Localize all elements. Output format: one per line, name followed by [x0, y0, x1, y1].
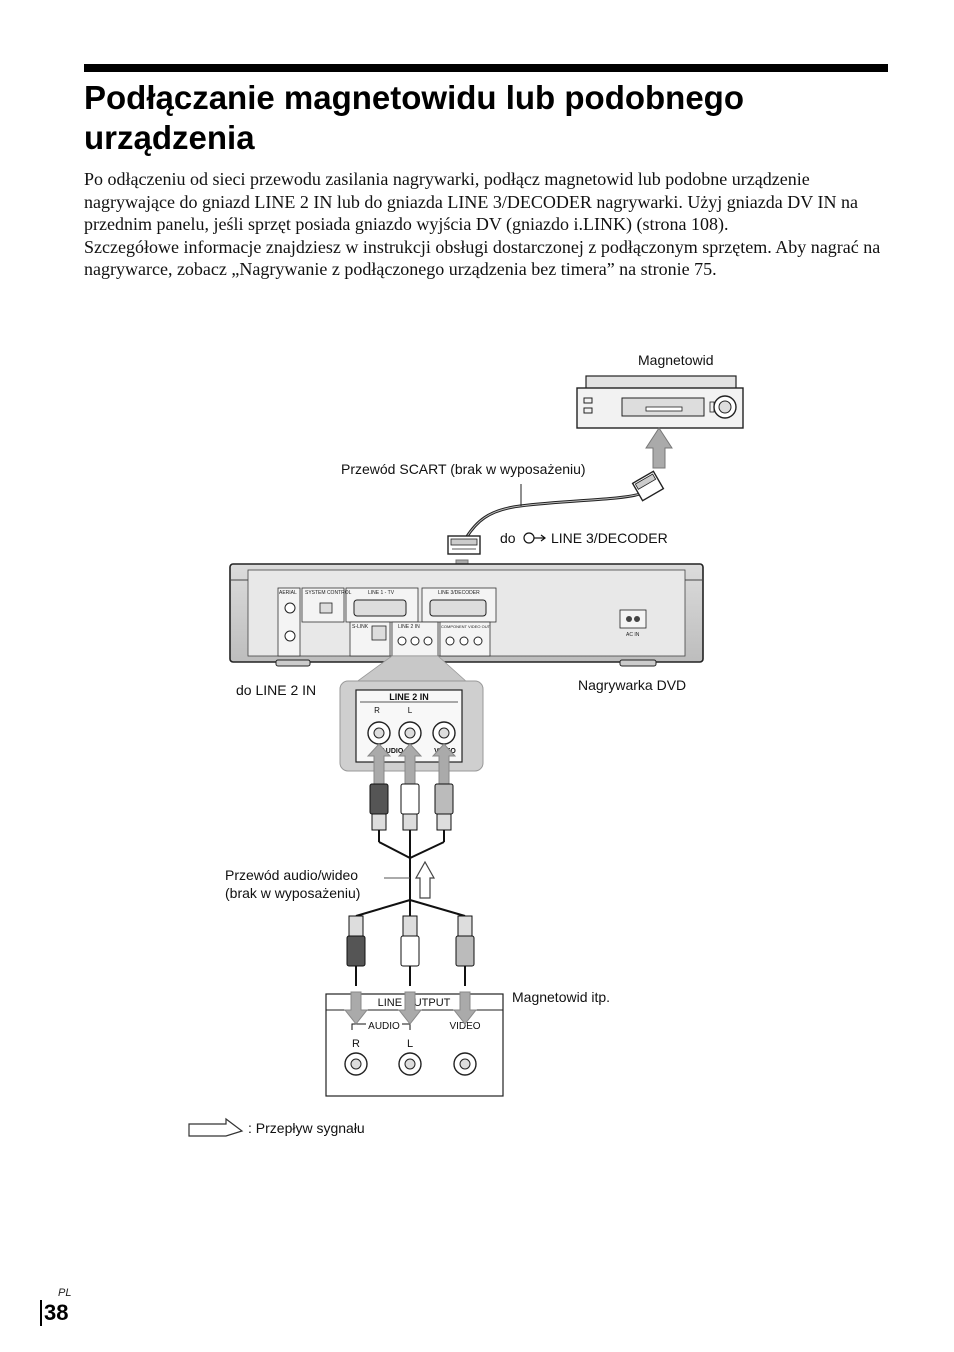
input-symbol-icon [523, 532, 546, 544]
scart-cable [447, 470, 665, 555]
av-cable-upper-plugs [369, 783, 454, 842]
label-av-cable-2: (brak w wyposażeniu) [225, 885, 361, 901]
panel-audio-label: AUDIO [381, 748, 404, 755]
panel-title: LINE 2 IN [389, 692, 429, 702]
panel-r-label: R [374, 706, 380, 715]
rear-label-acin: AC IN [626, 632, 640, 638]
label-line3-prefix: do [500, 530, 516, 546]
body-text: Po odłączeniu od sieci przewodu zasilani… [84, 168, 894, 281]
label-av-cable-1: Przewód audio/wideo [225, 867, 359, 883]
page-number: 38 [44, 1300, 69, 1325]
av-cable-bundle [355, 841, 466, 917]
rear-label-component: COMPONENT VIDEO OUT [441, 624, 491, 629]
signal-flow-legend-icon [188, 1117, 244, 1137]
paragraph-2: Szczegółowe informacje znajdziesz w inst… [84, 236, 881, 280]
label-line3: LINE 3/DECODER [551, 530, 668, 546]
signal-arrows-from-vcr [343, 991, 478, 1025]
label-scart-cable: Przewód SCART (brak w wyposażeniu) [341, 461, 586, 477]
dvd-recorder-rear: AERIAL SYSTEM CONTROL LINE 1 - TV LINE 3… [229, 563, 704, 667]
label-line2in: do LINE 2 IN [236, 682, 317, 698]
rear-label-line2: LINE 2 IN [398, 624, 420, 630]
vcr-illustration [576, 375, 744, 429]
output-audio-label: AUDIO [368, 1021, 400, 1032]
av-cable-lower-plugs [346, 915, 475, 986]
title-rule [84, 64, 888, 72]
rear-label-aerial: AERIAL [279, 590, 297, 596]
rear-label-line1: LINE 1 - TV [368, 590, 395, 596]
signal-arrow-to-vcr [645, 427, 673, 469]
label-vcr-top: Magnetowid [638, 352, 714, 368]
rear-label-line3: LINE 3/DECODER [438, 590, 480, 596]
page-language: PL [58, 1287, 72, 1299]
cable-signal-arrow [414, 860, 436, 899]
label-signal-flow: : Przepływ sygnału [248, 1120, 365, 1136]
page-number-bar [40, 1300, 42, 1326]
output-video-label: VIDEO [449, 1021, 480, 1032]
output-r-label: R [352, 1038, 360, 1050]
output-l-label: L [407, 1038, 413, 1050]
rear-label-slink: S-LINK [352, 624, 369, 630]
rear-label-system-control: SYSTEM CONTROL [305, 590, 352, 596]
label-vcr-bottom: Magnetowid itp. [512, 989, 611, 1005]
signal-arrows-to-line2 [366, 743, 457, 785]
page-title: Podłączanie magnetowidu lub podobnego ur… [84, 79, 744, 156]
panel-l-label: L [408, 706, 413, 715]
label-recorder: Nagrywarka DVD [578, 677, 687, 693]
paragraph-1: Po odłączeniu od sieci przewodu zasilani… [84, 169, 858, 235]
